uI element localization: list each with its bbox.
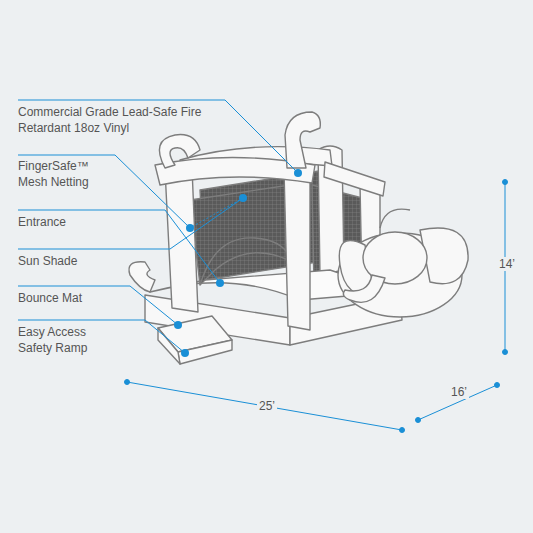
dimension-end <box>503 350 508 355</box>
dimension-lines <box>125 180 508 433</box>
dimension-label: 25’ <box>257 399 277 413</box>
dimension-end <box>416 418 421 423</box>
roof-tube <box>159 135 200 168</box>
callout-dot <box>239 194 247 202</box>
callout-dots <box>174 169 302 357</box>
callout-label: Bounce Mat <box>18 290 128 306</box>
roof-rail <box>324 162 385 196</box>
leader-line <box>190 198 243 228</box>
callout-label: Entrance <box>18 214 158 230</box>
ramp-side <box>178 340 232 364</box>
callout-label: Sun Shade <box>18 253 158 269</box>
callout-label: Commercial Grade Lead-Safe Fire Retardan… <box>18 104 208 136</box>
dimension-label: 14’ <box>497 257 517 271</box>
dimension-end <box>503 180 508 185</box>
callout-label: FingerSafe™ Mesh Netting <box>18 158 118 190</box>
elephant <box>338 209 468 317</box>
callout-dot <box>216 279 224 287</box>
bounce-house <box>129 112 468 364</box>
dimension-end <box>125 380 130 385</box>
elephant-trunk <box>343 275 385 302</box>
dimension-line <box>418 385 497 420</box>
leader-line <box>18 286 178 325</box>
callout-dot <box>174 321 182 329</box>
callout-dot <box>186 224 194 232</box>
dimension-end <box>400 428 405 433</box>
dimension-line <box>127 382 402 430</box>
leader-line <box>18 198 243 249</box>
pillar <box>284 164 310 330</box>
roof-tube <box>285 112 320 168</box>
leader-lines <box>18 100 298 353</box>
entrance-arch <box>200 238 292 285</box>
side-tube <box>129 262 155 292</box>
dimension-end <box>495 383 500 388</box>
pillar <box>165 164 198 312</box>
leader-line <box>18 210 220 283</box>
dimension-label: 16’ <box>449 385 469 399</box>
callout-dot <box>294 169 302 177</box>
callout-label: Easy Access Safety Ramp <box>18 324 118 356</box>
elephant-tail <box>380 209 410 228</box>
callout-dot <box>181 349 189 357</box>
front-mesh <box>190 185 292 285</box>
